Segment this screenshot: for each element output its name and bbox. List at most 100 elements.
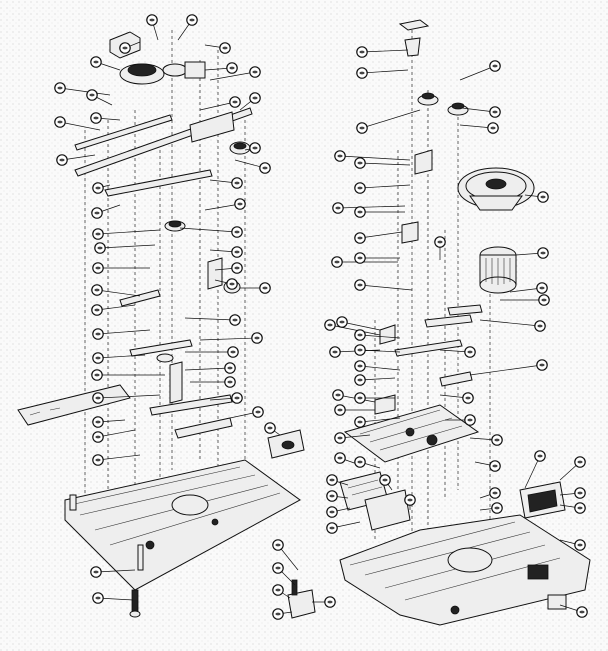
callout-illegible-mark — [357, 420, 363, 424]
callout-illegible-mark — [357, 236, 363, 240]
callout-illegible-mark — [94, 373, 100, 377]
callout-illegible-mark — [437, 240, 443, 244]
callout-illegible-mark — [267, 426, 273, 430]
callout-illegible-mark — [237, 202, 243, 206]
callout-bubble — [249, 66, 261, 78]
callout-illegible-mark — [275, 612, 281, 616]
callout-bubble — [336, 316, 348, 328]
callout-bubble — [146, 14, 158, 26]
callout-leader — [359, 284, 413, 291]
callout-bubble — [259, 282, 271, 294]
callout-illegible-mark — [232, 100, 238, 104]
callout-bubble — [92, 228, 104, 240]
callout-bubble — [92, 454, 104, 466]
callout-bubble — [354, 157, 366, 169]
callout-leader — [97, 429, 136, 438]
callout-leader — [359, 334, 401, 339]
callout-bubble — [537, 247, 549, 259]
callout-bubble — [489, 460, 501, 472]
callout-illegible-mark — [94, 288, 100, 292]
callout-leader — [96, 289, 141, 297]
callout-bubble — [231, 226, 243, 238]
callout-illegible-mark — [222, 46, 228, 50]
callout-illegible-mark — [339, 320, 345, 324]
callout-leader — [359, 365, 401, 371]
callout-bubble — [574, 502, 586, 514]
callout-bubble — [91, 304, 103, 316]
callout-illegible-mark — [357, 460, 363, 464]
callout-bubble — [332, 389, 344, 401]
callout-bubble — [329, 346, 341, 358]
callout-bubble — [90, 112, 102, 124]
callout-bubble — [354, 252, 366, 264]
callout-illegible-mark — [95, 186, 101, 190]
callout-bubble — [92, 328, 104, 340]
callout-bubble — [91, 207, 103, 219]
callout-bubble — [334, 452, 346, 464]
callout-illegible-mark — [329, 494, 335, 498]
callout-bubble — [272, 539, 284, 551]
callout-illegible-mark — [262, 166, 268, 170]
callout-illegible-mark — [59, 158, 65, 162]
callout-bubble — [489, 106, 501, 118]
callout-illegible-mark — [95, 420, 101, 424]
callout-leader — [97, 329, 151, 335]
callout-bubble — [334, 432, 346, 444]
callout-bubble — [90, 566, 102, 578]
callout-bubble — [231, 392, 243, 404]
callout-illegible-mark — [492, 464, 498, 468]
callout-bubble — [356, 122, 368, 134]
callout-bubble — [334, 404, 346, 416]
callout-bubble — [92, 352, 104, 364]
callout-illegible-mark — [357, 186, 363, 190]
callout-bubble — [538, 294, 550, 306]
callout-leader — [337, 205, 406, 209]
callout-illegible-mark — [95, 266, 101, 270]
callout-bubble — [231, 246, 243, 258]
callout-illegible-mark — [275, 543, 281, 547]
callout-leader — [341, 321, 381, 331]
callout-bubble — [92, 262, 104, 274]
callout-illegible-mark — [93, 116, 99, 120]
callout-bubble — [491, 434, 503, 446]
transformer — [519, 481, 566, 519]
callout-bubble — [536, 359, 548, 371]
callout-bubble — [334, 150, 346, 162]
callout-leader — [359, 162, 411, 166]
callout-bubble — [324, 319, 336, 331]
callout-illegible-mark — [490, 126, 496, 130]
callout-leader — [97, 394, 161, 399]
callout-bubble — [92, 392, 104, 404]
callout-illegible-mark — [332, 350, 338, 354]
callout-illegible-mark — [494, 438, 500, 442]
callout-leader — [59, 87, 111, 96]
callout-bubble — [489, 60, 501, 72]
callout-illegible-mark — [97, 246, 103, 250]
callout-illegible-mark — [359, 50, 365, 54]
callout-leader — [179, 227, 238, 233]
callout-bubble — [119, 42, 131, 54]
callout-bubble — [229, 96, 241, 108]
callout-illegible-mark — [539, 363, 545, 367]
callout-illegible-mark — [252, 96, 258, 100]
callout-bubble — [272, 608, 284, 620]
right-knobs — [417, 92, 469, 116]
callout-bubble — [54, 116, 66, 128]
callout-bubble — [354, 416, 366, 428]
callout-bubble — [326, 522, 338, 534]
callout-illegible-mark — [95, 396, 101, 400]
callout-bubble — [464, 414, 476, 426]
callout-illegible-mark — [465, 396, 471, 400]
callout-bubble — [536, 282, 548, 294]
callout-bubble — [574, 456, 586, 468]
callout-leader — [459, 65, 496, 81]
callout-bubble — [231, 177, 243, 189]
right-circuit-board — [343, 404, 480, 463]
callout-illegible-mark — [540, 195, 546, 199]
callout-illegible-mark — [541, 298, 547, 302]
callout-leader — [59, 121, 101, 131]
callout-bubble — [379, 474, 391, 486]
callout-illegible-mark — [357, 161, 363, 165]
callout-illegible-mark — [337, 456, 343, 460]
callout-bubble — [264, 422, 276, 434]
